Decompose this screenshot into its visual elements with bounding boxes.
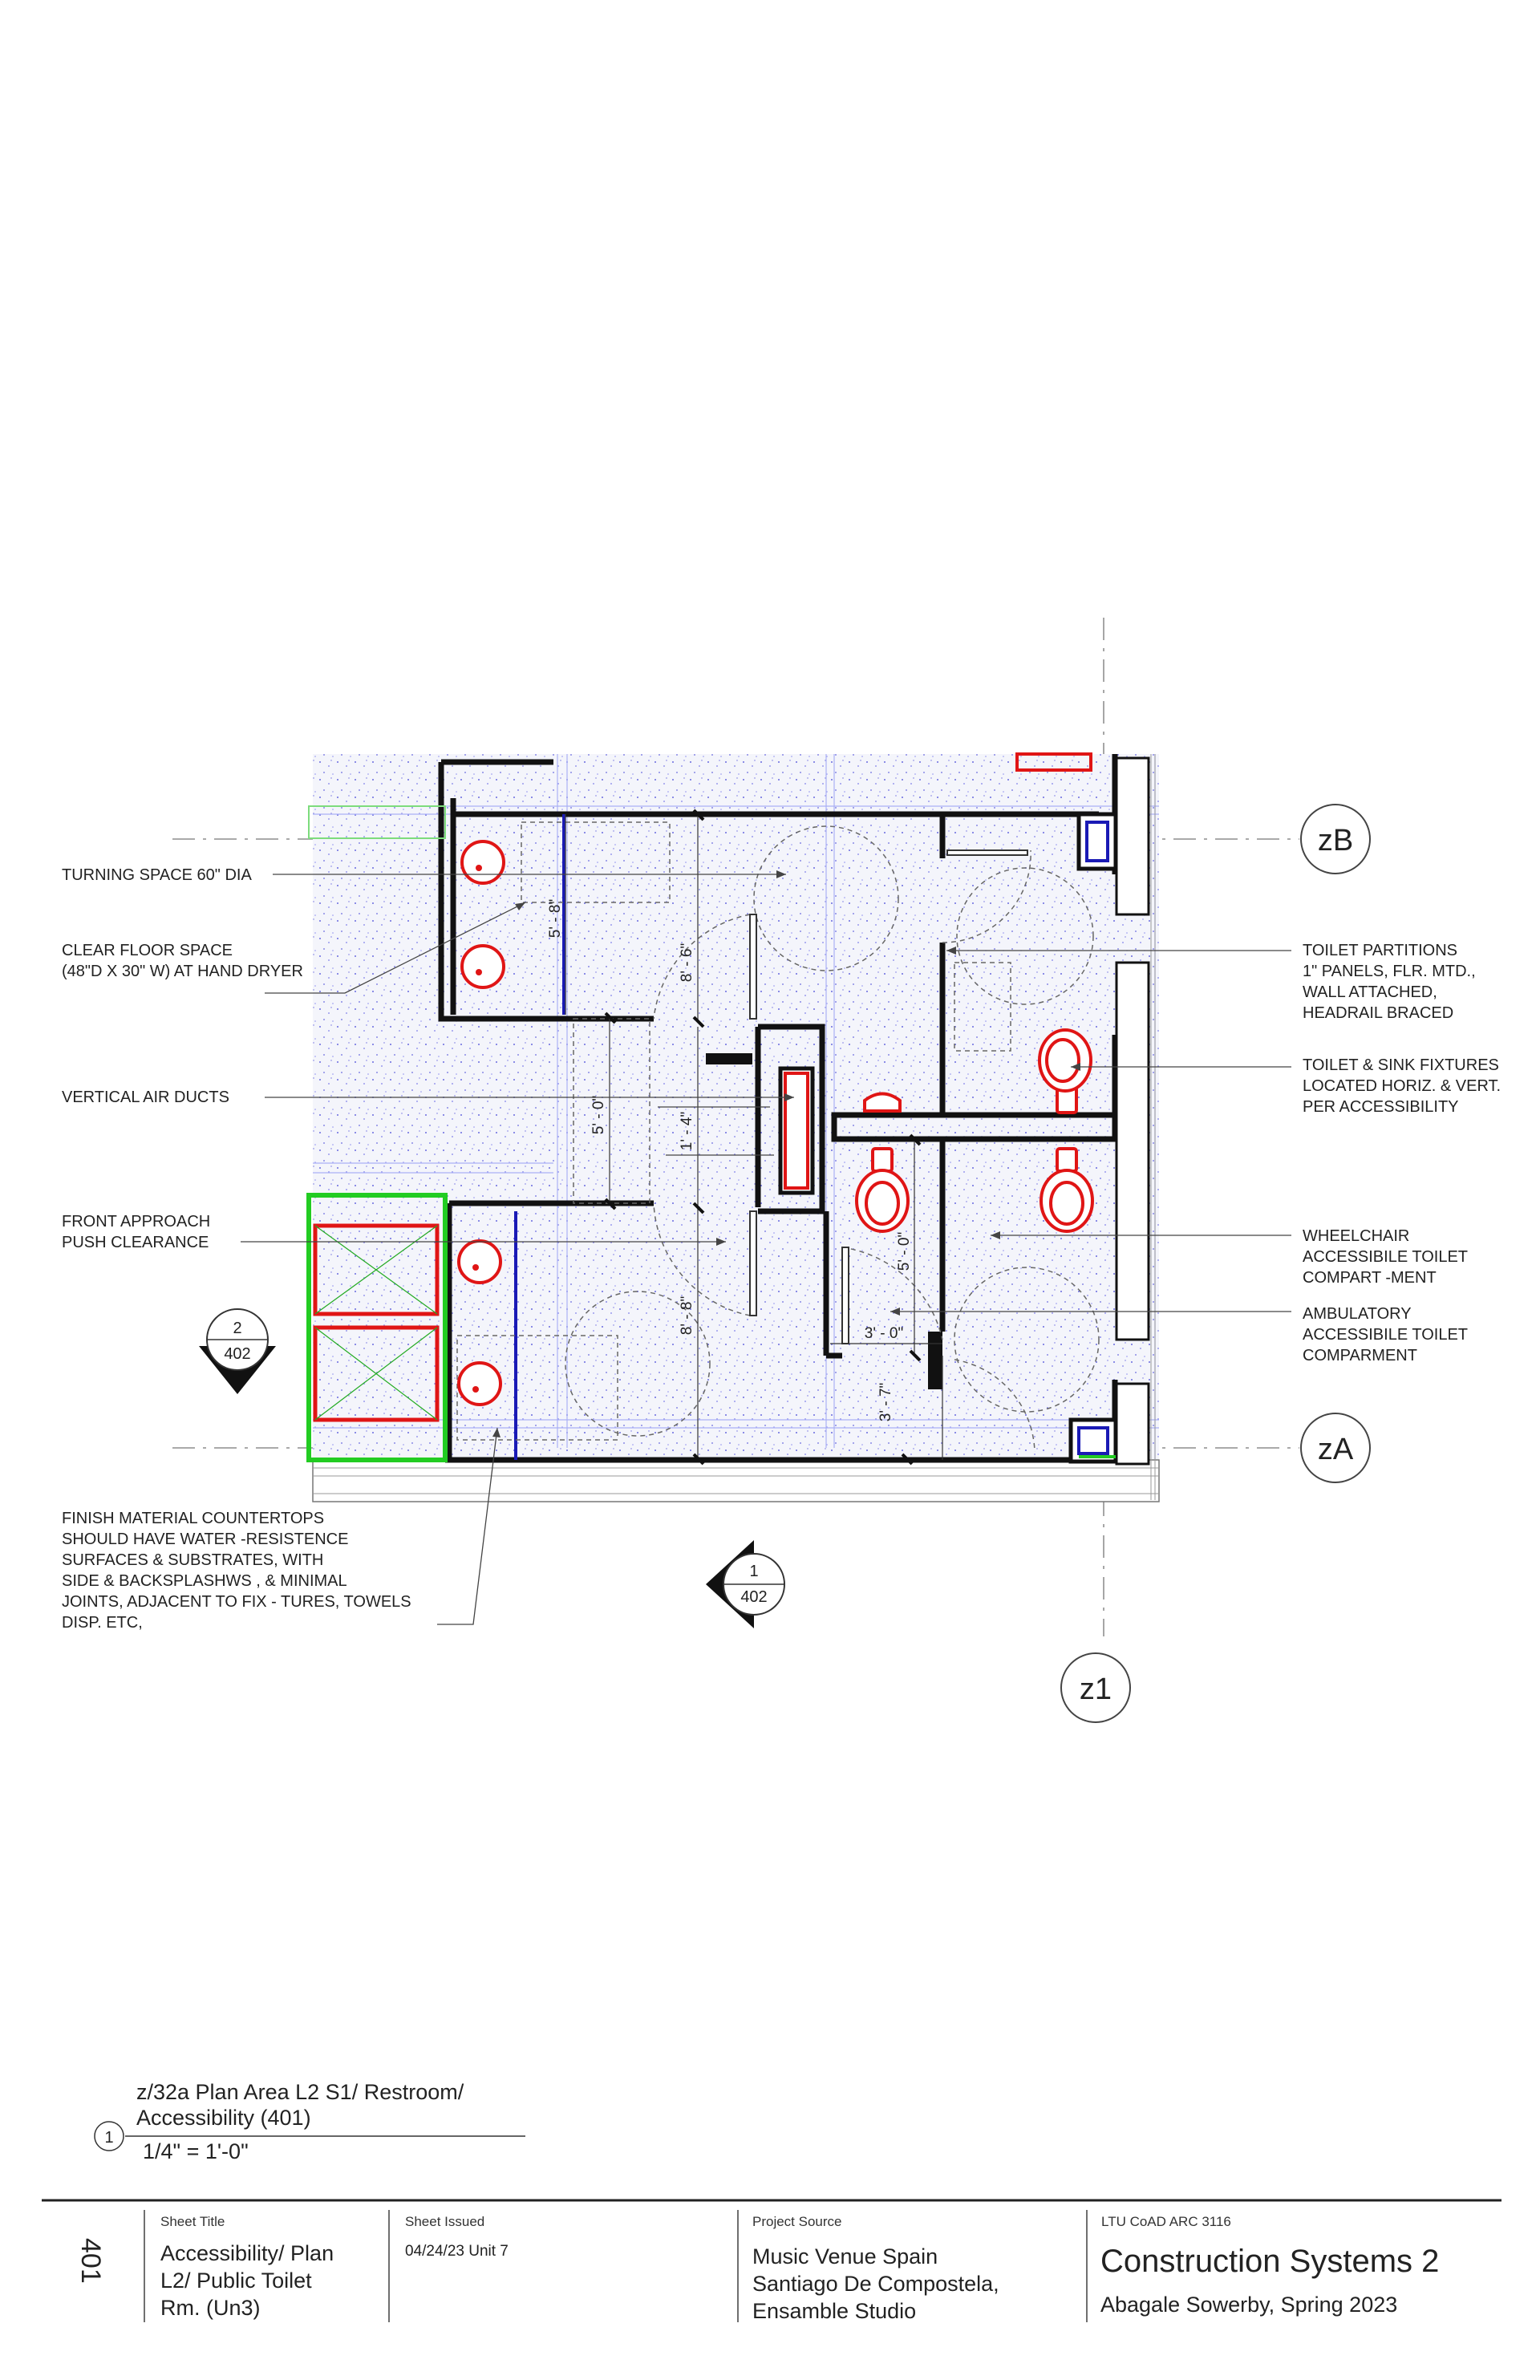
project-source: Music Venue Spain Santiago De Compostela… bbox=[752, 2244, 999, 2323]
view-title-name: z/32a Plan Area L2 S1/ Restroom/ Accessi… bbox=[136, 2080, 464, 2130]
course-label: LTU CoAD ARC 3116 bbox=[1101, 2214, 1231, 2229]
view-title-scale: 1/4" = 1'-0" bbox=[143, 2139, 249, 2163]
note-turning-space: TURNING SPACE 60" DIA bbox=[62, 866, 252, 884]
note-ambulatory-compartment: AMBULATORY ACCESSIBILE TOILET COMPARMENT bbox=[1303, 1305, 1469, 1364]
sink-4 bbox=[457, 1361, 502, 1406]
note-vertical-air-ducts: VERTICAL AIR DUCTS bbox=[62, 1089, 229, 1106]
sheet-issued: 04/24/23 Unit 7 bbox=[405, 2243, 509, 2260]
sink-2 bbox=[460, 944, 505, 989]
dimension-lines bbox=[565, 814, 943, 1460]
svg-text:1: 1 bbox=[749, 1563, 758, 1580]
duct-shaft bbox=[706, 1053, 942, 1389]
leader-lines-right bbox=[890, 950, 1291, 1312]
section-marker-1: 1 402 bbox=[706, 1540, 785, 1628]
svg-text:z1: z1 bbox=[1080, 1672, 1112, 1706]
view-title-graphics: 1 bbox=[94, 2121, 525, 2151]
grid-bubble-zA: zA bbox=[1300, 1413, 1371, 1483]
grab-bar bbox=[863, 1092, 902, 1113]
course-title: Construction Systems 2 bbox=[1100, 2244, 1440, 2279]
columns bbox=[1068, 812, 1118, 1464]
leader-arrows bbox=[492, 870, 794, 1437]
note-clear-floor-space: CLEAR FLOOR SPACE (48"D X 30" W) AT HAND… bbox=[62, 942, 303, 980]
grid-bubble-z1: z1 bbox=[1060, 1652, 1131, 1723]
svg-text:3' - 7": 3' - 7" bbox=[877, 1383, 894, 1421]
casework bbox=[306, 752, 1092, 1462]
project-source-label: Project Source bbox=[752, 2214, 842, 2229]
counters bbox=[514, 814, 565, 1460]
note-fixtures-located: TOILET & SINK FIXTURES LOCATED HORIZ. & … bbox=[1303, 1056, 1502, 1116]
svg-text:8' - 8": 8' - 8" bbox=[679, 1296, 695, 1335]
title-block-lines bbox=[42, 2199, 1502, 2322]
sheet-title: Accessibility/ Plan L2/ Public Toilet Rm… bbox=[160, 2241, 334, 2320]
section-marker-2: 2 402 bbox=[199, 1308, 276, 1394]
author: Abagale Sowerby, Spring 2023 bbox=[1100, 2293, 1398, 2317]
sheet-issued-label: Sheet Issued bbox=[405, 2214, 485, 2229]
svg-text:402: 402 bbox=[740, 1588, 767, 1606]
svg-text:5' - 0": 5' - 0" bbox=[590, 1096, 607, 1134]
exterior-wall bbox=[312, 754, 1160, 1502]
leader-arrows-right bbox=[890, 947, 1080, 1316]
toilet-upper bbox=[1038, 1028, 1092, 1114]
svg-text:1' - 4": 1' - 4" bbox=[679, 1112, 695, 1150]
note-finish-material: FINISH MATERIAL COUNTERTOPS SHOULD HAVE … bbox=[62, 1510, 411, 1632]
sink-3 bbox=[457, 1239, 502, 1284]
svg-text:zA: zA bbox=[1318, 1433, 1354, 1466]
door-swings bbox=[456, 821, 1100, 1453]
note-toilet-partitions: TOILET PARTITIONS 1" PANELS, FLR. MTD., … bbox=[1303, 942, 1476, 1022]
sinks bbox=[457, 840, 505, 1406]
svg-text:3' - 0": 3' - 0" bbox=[865, 1325, 903, 1342]
svg-text:2: 2 bbox=[233, 1320, 241, 1337]
note-front-approach: FRONT APPROACH PUSH CLEARANCE bbox=[62, 1213, 211, 1251]
sink-1 bbox=[460, 840, 505, 885]
svg-text:zB: zB bbox=[1318, 824, 1353, 858]
svg-text:402: 402 bbox=[224, 1345, 250, 1363]
toilet-lower-right bbox=[1040, 1147, 1094, 1233]
dimension-ticks bbox=[604, 809, 922, 1466]
svg-text:5' - 8": 5' - 8" bbox=[547, 899, 564, 938]
svg-text:8' - 6": 8' - 6" bbox=[679, 943, 695, 982]
sheet-title-label: Sheet Title bbox=[160, 2214, 225, 2229]
note-wheelchair-compartment: WHEELCHAIR ACCESSIBILE TOILET COMPART -M… bbox=[1303, 1227, 1469, 1287]
svg-text:5' - 0": 5' - 0" bbox=[896, 1232, 913, 1271]
toilet-lower-left bbox=[855, 1147, 910, 1233]
leader-lines-left bbox=[241, 874, 794, 1625]
grid-bubble-zB: zB bbox=[1300, 804, 1371, 874]
toilets bbox=[855, 1028, 1094, 1233]
svg-text:1: 1 bbox=[104, 2129, 113, 2147]
sheet-number: 401 bbox=[75, 2238, 106, 2284]
dimension-labels: 5' - 8" 8' - 6" 5' - 0" 1' - 4" 8' - 8" … bbox=[547, 899, 913, 1421]
windows bbox=[1115, 756, 1150, 1466]
